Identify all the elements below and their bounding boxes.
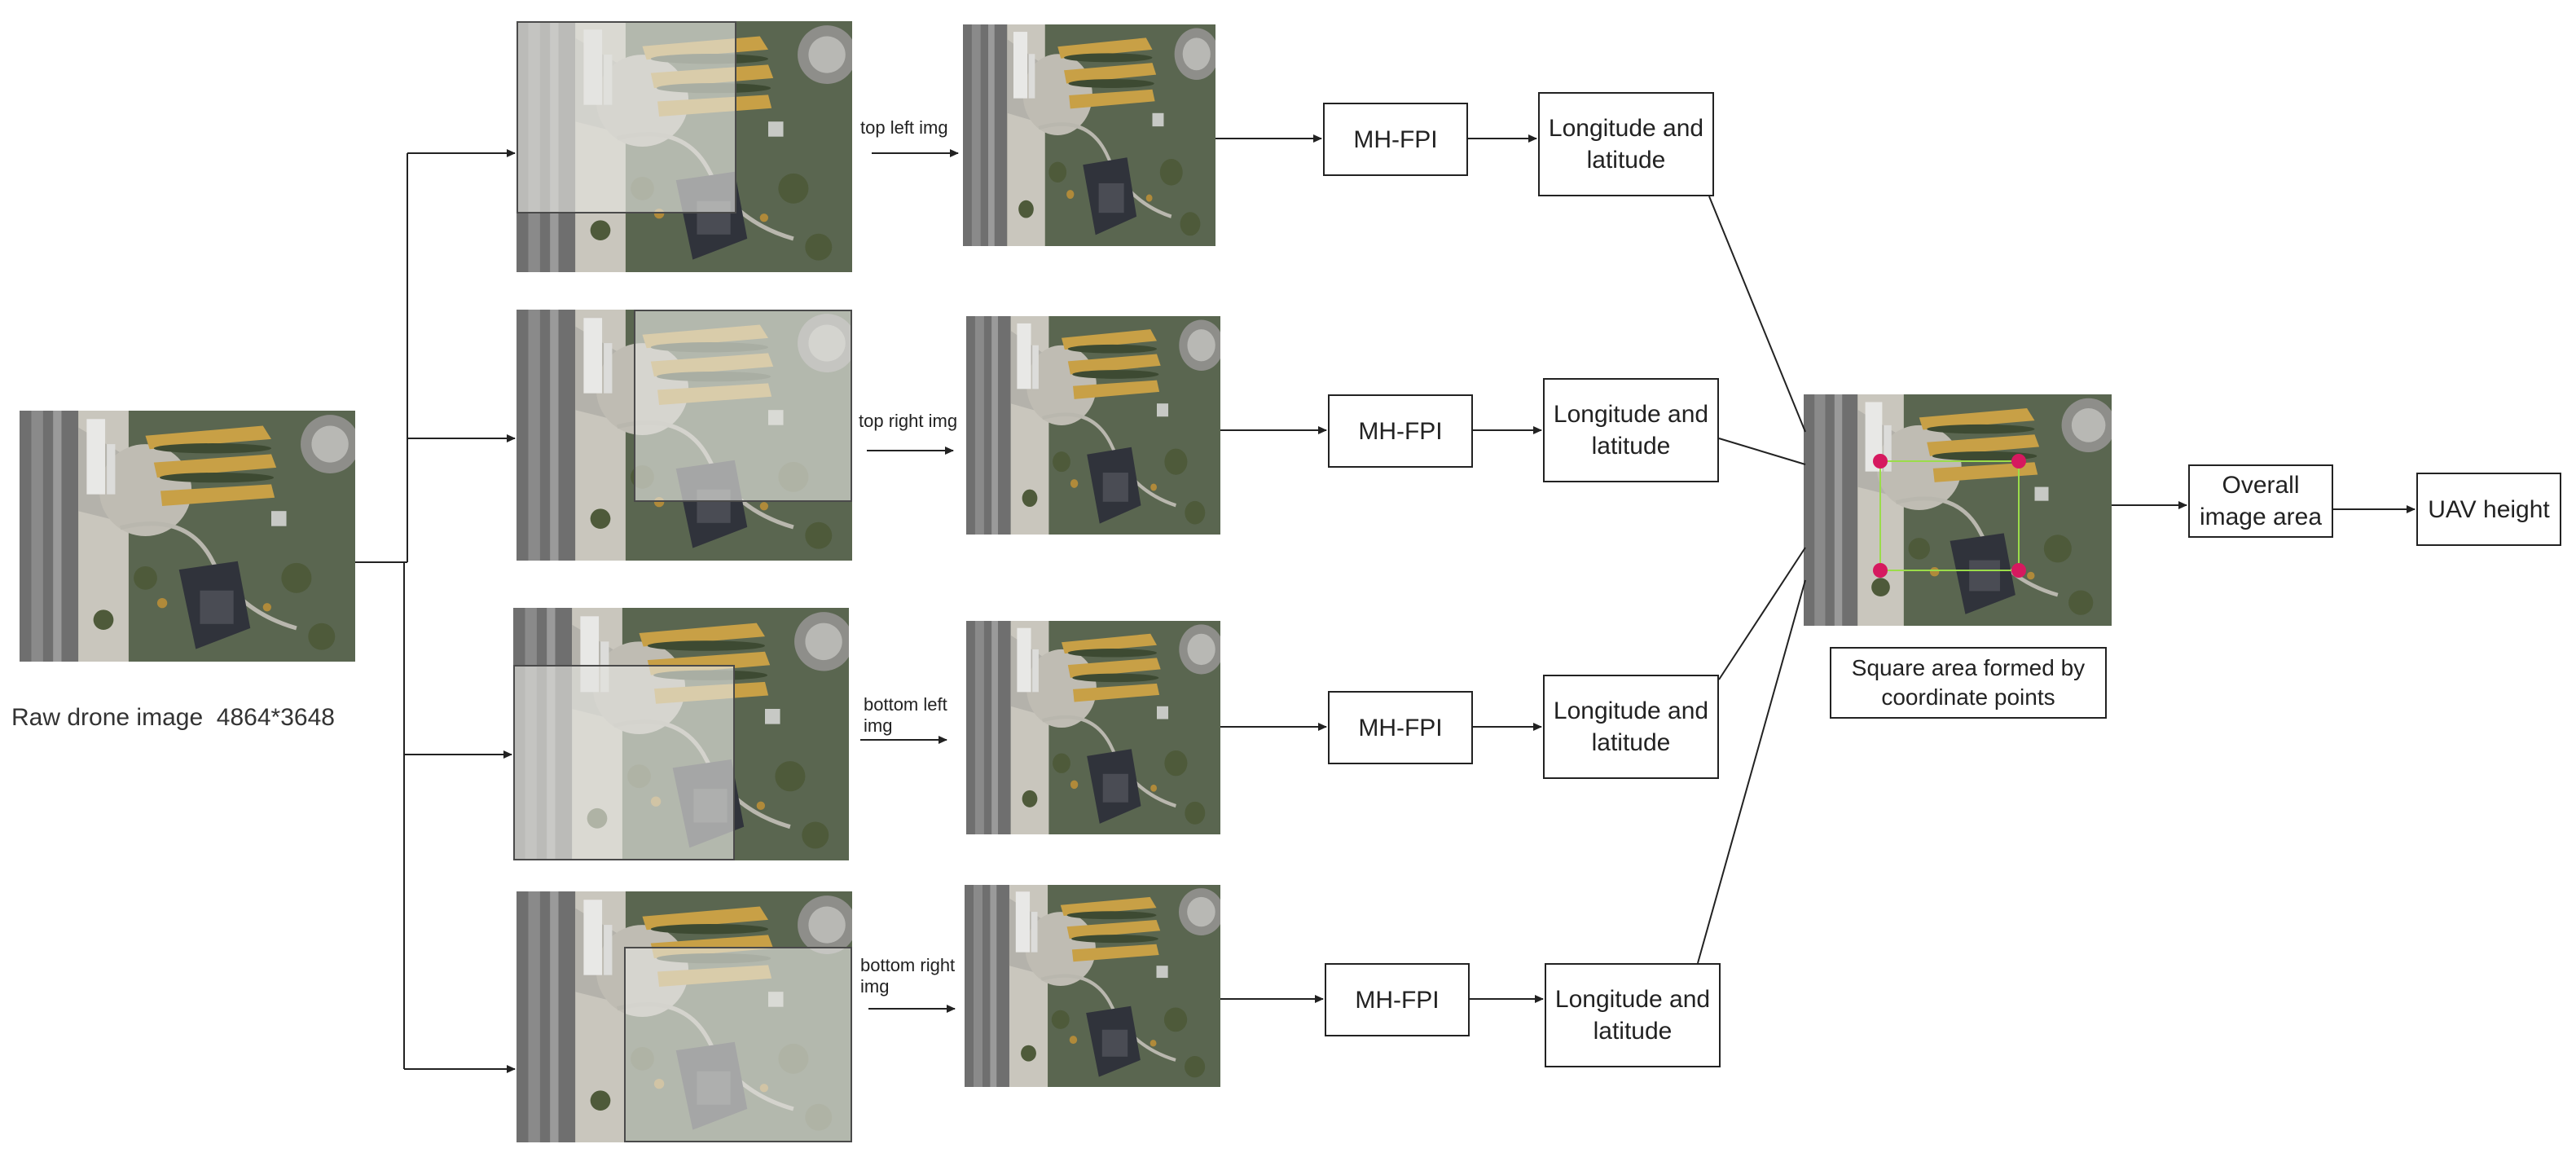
merged-caption-box: Square area formed by coordinate points [1830,647,2107,719]
coordinate-square [1879,460,2020,571]
branch-2-output-box: Longitude and latitude [1543,378,1719,482]
branch-3-cropped-image [966,621,1220,834]
aerial-photo [963,24,1215,246]
aerial-photo [965,885,1220,1087]
branch-4-label: bottom right img [860,955,956,997]
raw-drone-image [20,411,355,662]
branch-4-output-box: Longitude and latitude [1545,963,1721,1067]
aerial-photo [20,411,355,662]
crop-region-top-left [517,21,736,213]
branch-1-output-box: Longitude and latitude [1538,92,1714,196]
uav-height-box: UAV height [2416,473,2561,546]
crop-region-bottom-left [513,665,735,860]
branch-1-output-to-merged-line [1708,196,1806,433]
branch-1-cropped-image [963,24,1215,246]
branch-2-output-to-merged-line [1718,438,1806,465]
branch-2-model-box: MH-FPI [1328,394,1473,468]
branch-3-output-box: Longitude and latitude [1543,675,1719,779]
raw-image-caption: Raw drone image 4864*3648 [11,704,335,731]
overall-area-box: Overall image area [2188,464,2333,538]
coordinate-point-bottom-left [1873,563,1888,578]
aerial-photo [966,316,1220,535]
branch-1-source-image [517,21,852,272]
branch-3-label: bottom left img [864,694,947,737]
crop-region-bottom-right [624,947,852,1142]
crop-region-top-right [634,310,852,502]
coordinate-point-bottom-right [2011,563,2026,578]
merged-coordinate-image [1804,394,2112,626]
coordinate-point-top-left [1873,454,1888,469]
branch-1-label: top left img [860,117,948,138]
branch-3-source-image [513,608,849,860]
coordinate-point-top-right [2011,454,2026,469]
branch-1-model-box: MH-FPI [1323,103,1468,176]
branch-2-cropped-image [966,316,1220,535]
coordinate-square-overlay [1873,454,2026,578]
aerial-photo [966,621,1220,834]
branch-4-model-box: MH-FPI [1325,963,1470,1036]
branch-4-cropped-image [965,885,1220,1087]
branch-3-model-box: MH-FPI [1328,691,1473,764]
branch-2-label: top right img [859,411,958,431]
branch-3-output-to-merged-line [1718,547,1806,680]
branch-4-source-image [517,891,852,1142]
branch-2-source-image [517,310,852,561]
